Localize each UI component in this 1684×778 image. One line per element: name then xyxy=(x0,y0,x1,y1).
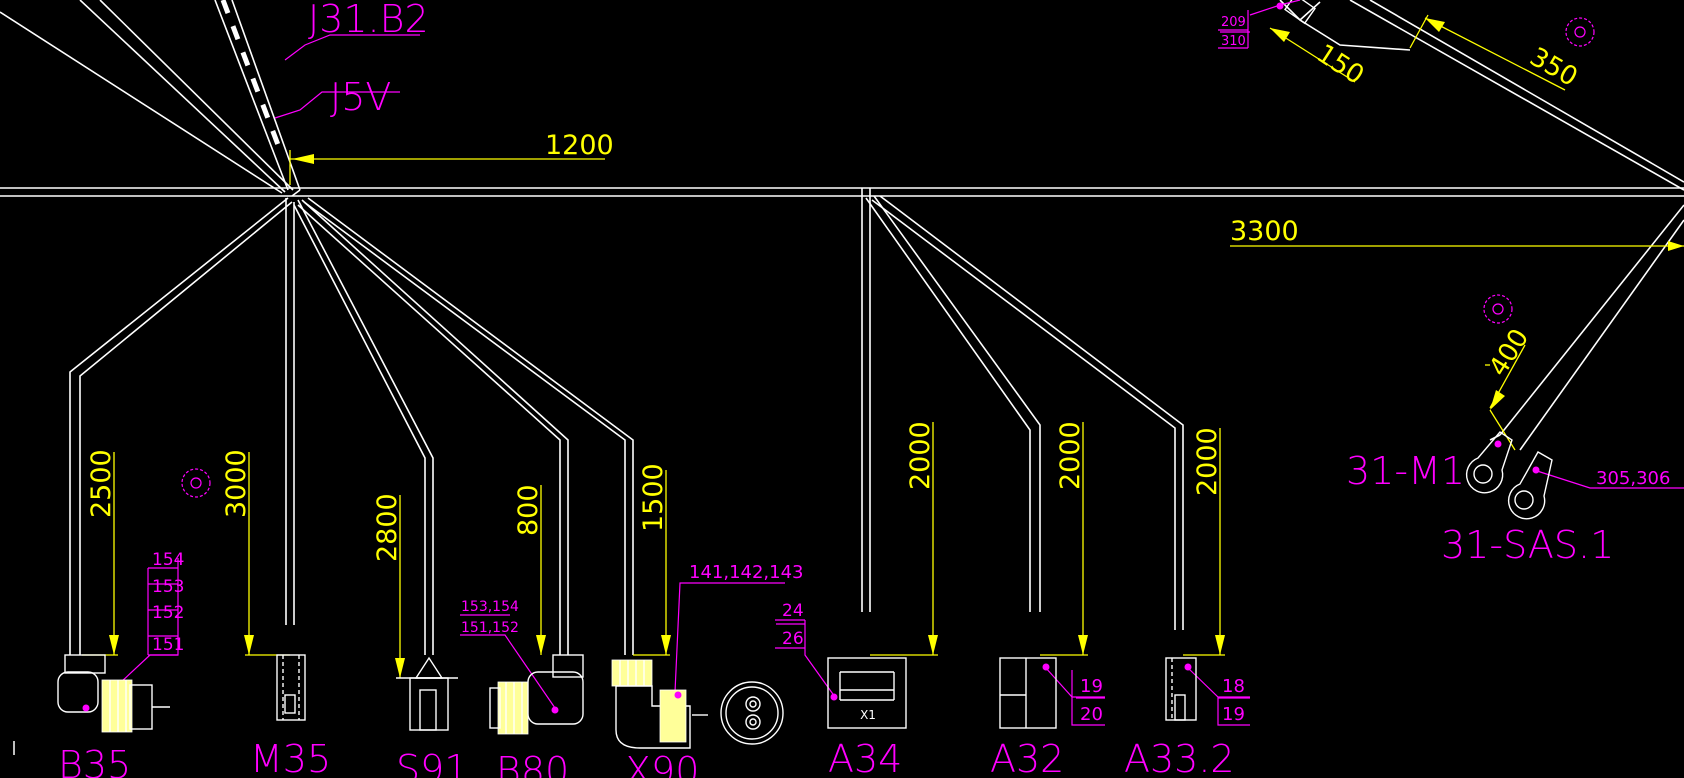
pin-26: 26 xyxy=(782,629,804,649)
dim-1200: 1200 xyxy=(545,130,614,161)
pin-boxes xyxy=(147,10,1250,699)
connector-b80[interactable] xyxy=(489,654,584,735)
pin-numbers: 209 310 154 153 152 151 153,154 151,152 … xyxy=(152,15,1670,725)
connector-a34[interactable]: X1 xyxy=(827,657,907,729)
pin-151: 151 xyxy=(152,635,184,655)
label-31-m1: 31-M1 xyxy=(1346,449,1465,493)
branch-top-right xyxy=(1279,0,1684,191)
pin-20: 20 xyxy=(1080,704,1103,725)
dimension-lines xyxy=(82,14,1684,678)
branch-j31b2 xyxy=(214,0,301,197)
pin-305-306: 305,306 xyxy=(1596,468,1670,489)
dim-2000-a34: 2000 xyxy=(905,421,936,490)
fanout-mid-node xyxy=(861,188,1184,630)
pin-19-a33: 19 xyxy=(1222,704,1245,725)
pin-153-154: 153,154 xyxy=(461,599,519,615)
dim-2000-a32: 2000 xyxy=(1055,421,1086,490)
connector-a32[interactable] xyxy=(999,657,1057,729)
connector-a33-2[interactable] xyxy=(1165,657,1197,721)
pin-19-a32: 19 xyxy=(1080,676,1103,697)
pin-153: 153 xyxy=(152,577,184,597)
label-leaders xyxy=(119,0,1684,726)
main-trunk xyxy=(0,187,1684,197)
a34-x1-text: X1 xyxy=(860,708,876,722)
component-labels: J31.B2 J5V 31-M1 31-SAS.1 B35 M35 S91 B8… xyxy=(58,0,1614,778)
dim-2000-a33: 2000 xyxy=(1192,427,1223,496)
fanout-left-node xyxy=(69,197,634,655)
pin-18: 18 xyxy=(1222,676,1245,697)
connector-x90[interactable] xyxy=(611,659,784,749)
branch-upper-left xyxy=(0,0,294,194)
connector-s91[interactable] xyxy=(396,656,458,731)
dim-800: 800 xyxy=(513,484,544,536)
branch-ring-terminals xyxy=(1489,204,1684,451)
label-m35: M35 xyxy=(250,737,331,778)
connector-m35[interactable] xyxy=(276,654,306,721)
label-j5v: J5V xyxy=(330,75,391,119)
pin-310: 310 xyxy=(1221,34,1246,49)
ground-symbols xyxy=(181,2,1595,498)
pin-152: 152 xyxy=(152,603,184,623)
connector-b35[interactable] xyxy=(57,654,170,733)
pin-154: 154 xyxy=(152,550,184,570)
label-a34: A34 xyxy=(828,737,902,778)
dim-1500: 1500 xyxy=(638,463,669,532)
label-s91: S91 xyxy=(396,747,468,778)
dim-2500: 2500 xyxy=(86,449,117,518)
label-a33-2: A33.2 xyxy=(1124,737,1235,778)
label-31-sas1: 31-SAS.1 xyxy=(1441,523,1614,567)
dim-2800: 2800 xyxy=(372,493,403,562)
dim-3300: 3300 xyxy=(1230,216,1299,247)
dim-3000: 3000 xyxy=(221,449,252,518)
ring-terminals[interactable] xyxy=(1465,431,1553,520)
pin-141-142-143: 141,142,143 xyxy=(689,562,804,583)
pin-24: 24 xyxy=(782,601,804,621)
label-b35: B35 xyxy=(58,743,131,778)
dim-400: 400 xyxy=(1483,324,1535,382)
label-j31b2: J31.B2 xyxy=(308,0,429,41)
label-a32: A32 xyxy=(990,737,1064,778)
pin-151-152: 151,152 xyxy=(461,620,519,636)
label-b80: B80 xyxy=(496,749,569,778)
pin-209: 209 xyxy=(1221,15,1246,30)
dim-350: 350 xyxy=(1525,42,1583,93)
label-x90: X90 xyxy=(625,749,699,778)
